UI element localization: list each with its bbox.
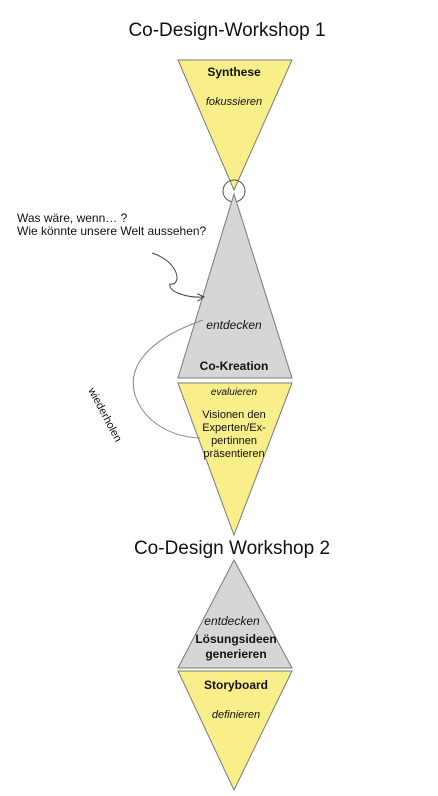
present-line3: pertinnen <box>211 435 257 447</box>
synthese-label: Synthese <box>207 65 261 79</box>
question-line1: Was wäre, wenn… ? <box>17 211 128 225</box>
synthese-sub: fokussieren <box>205 96 263 108</box>
cokreation-label: Co-Kreation <box>199 359 269 373</box>
present-line1: Visionen den <box>202 409 266 421</box>
cokreation-sub: entdecken <box>206 318 262 332</box>
storyboard-triangle <box>177 670 293 792</box>
cokreation-triangle <box>177 192 293 379</box>
present-line2: Experten/Ex- <box>202 422 266 434</box>
present-line4: präsentieren <box>203 448 265 460</box>
ideas-line2: generieren <box>205 647 267 661</box>
evaluate-sub: evaluieren <box>210 387 258 398</box>
workshop1-title: Co-Design-Workshop 1 <box>128 20 326 41</box>
workshop2-title: Co-Design Workshop 2 <box>133 538 331 559</box>
storyboard-label: Storyboard <box>203 678 269 692</box>
question-line2: Wie könnte unsere Welt aussehen? <box>17 224 207 238</box>
ideas-triangle <box>177 558 293 669</box>
discover-sub: entdecken <box>204 614 260 628</box>
synthese-triangle <box>177 59 293 192</box>
repeat-loop-curve <box>132 319 204 439</box>
ideas-line1: Lösungsideen <box>195 632 277 646</box>
present-triangle <box>177 382 293 537</box>
question-arrow <box>151 252 203 297</box>
storyboard-sub: definieren <box>211 709 261 721</box>
